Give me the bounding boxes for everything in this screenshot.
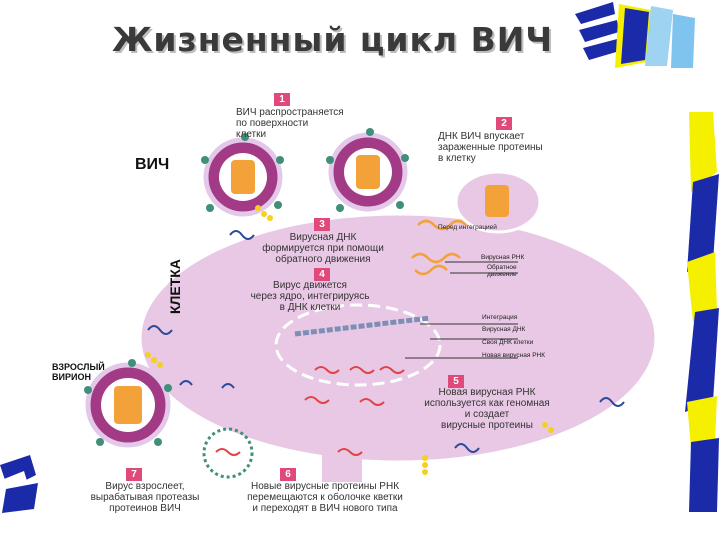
virion-1 xyxy=(203,137,283,217)
step-6-text: Новые вирусные протеины РНК перемещаются… xyxy=(247,481,403,514)
hiv-label: ВИЧ xyxy=(135,156,170,173)
new-rna-strands xyxy=(304,366,405,456)
label-leader-lines xyxy=(405,261,518,359)
cell-stem xyxy=(322,442,362,482)
cell-receptors xyxy=(147,230,625,453)
step-3-badge: 3 xyxy=(314,218,330,231)
label-viral-rna: Вирусная РНК xyxy=(481,254,525,261)
hiv-life-cycle-diagram: ВИЧ КЛЕТКА ВЗРОСЛЫЙ ВИРИОН 1 ВИЧ распрос… xyxy=(40,80,680,520)
page-title: Жизненный цикл ВИЧ xyxy=(112,20,554,59)
label-viral-dna: Вирусная ДНК xyxy=(482,326,526,333)
step-5-text: Новая вирусная РНК используется как гено… xyxy=(424,387,550,431)
step-7-text: Вирус взрослеет, вырабатывая протеазы пр… xyxy=(90,481,200,514)
step-2-text: ДНК ВИЧ впускает зараженные протеины в к… xyxy=(438,131,543,164)
step-4-badge: 4 xyxy=(314,268,330,281)
step-3-text: Вирусная ДНК формируется при помощи обра… xyxy=(262,232,384,265)
protein-chains xyxy=(145,205,554,475)
step-1-badge: 1 xyxy=(274,93,290,106)
virion-spikes xyxy=(84,128,409,446)
step-6-badge: 6 xyxy=(280,468,296,481)
adult-virion xyxy=(85,362,171,448)
cell-label: КЛЕТКА xyxy=(167,259,183,314)
nucleus-outline xyxy=(274,303,442,387)
step-2-badge: 2 xyxy=(496,117,512,130)
label-cell-dna: Своя ДНК клетки xyxy=(482,339,534,346)
label-integration: Интеграция xyxy=(482,314,518,321)
label-reverse-transcription: Обратное движение xyxy=(487,264,517,278)
decorative-swirl-bottom-left xyxy=(0,455,38,513)
adult-virion-label: ВЗРОСЛЫЙ ВИРИОН xyxy=(52,362,105,382)
cell-body xyxy=(138,212,658,464)
budding-virion xyxy=(202,427,254,479)
dna-strand xyxy=(294,315,431,337)
virion-entering-bud xyxy=(485,185,509,217)
label-before-integration: Перед интеграцией xyxy=(438,224,497,231)
decorative-swirl-top-right xyxy=(575,2,695,68)
virion-2 xyxy=(328,132,408,212)
step-1-text: ВИЧ распространяется по поверхности клет… xyxy=(236,107,344,140)
viral-rna-strands xyxy=(411,219,467,276)
step-7-badge: 7 xyxy=(126,468,142,481)
step-4-text: Вирус движется через ядро, интегрируясь … xyxy=(250,280,370,313)
decorative-strip-right xyxy=(683,112,720,512)
label-new-viral-rna: Новая вирусная РНК xyxy=(482,352,546,359)
cell-illustration xyxy=(84,128,658,482)
step-5-badge: 5 xyxy=(448,375,464,388)
